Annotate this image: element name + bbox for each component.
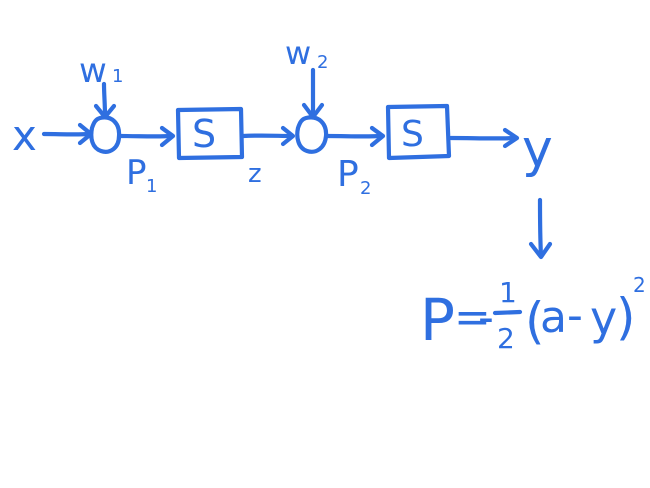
block1-label: S — [192, 112, 216, 156]
arrowhead-w1-to-node1 — [93, 103, 117, 120]
label-p2-subscript: 2 — [360, 178, 371, 199]
formula-paren-open: ( — [525, 292, 545, 350]
formula-paren-close: ) — [616, 288, 636, 346]
label-z: z — [248, 159, 262, 189]
arrowhead-node1-to-block1 — [159, 125, 176, 148]
label-p2: P — [337, 154, 359, 195]
formula-fraction-numerator: 1 — [499, 276, 517, 309]
label-y: y — [522, 119, 553, 179]
arrowhead-block1-to-node2 — [280, 125, 296, 147]
sigmoid-block-2 — [385, 103, 452, 161]
arrow-y-to-loss — [537, 197, 544, 259]
sum-node-2 — [295, 115, 329, 154]
arrow-w1-to-node1 — [101, 81, 108, 119]
label-p1: P — [126, 153, 147, 193]
fraction-bar — [492, 309, 523, 316]
ink-strokes — [41, 67, 553, 316]
formula-exponent: 2 — [633, 273, 646, 297]
label-p1-subscript: 1 — [146, 176, 157, 197]
formula-a: a — [540, 292, 567, 343]
sigmoid-block-1 — [175, 106, 245, 161]
formula-lhs: P — [420, 286, 455, 354]
diagram-labels: x w 1 P 1 S z w 2 P 2 S y P = - 1 2 ( a … — [12, 34, 646, 355]
label-w2: w — [285, 34, 311, 72]
formula-equals: = — [454, 292, 491, 343]
formula-y: y — [590, 291, 617, 345]
arrowhead-block2-to-y — [502, 127, 520, 149]
formula-fraction-denominator: 2 — [497, 322, 515, 355]
formula-minus: - — [478, 292, 494, 343]
label-w1-subscript: 1 — [112, 66, 123, 87]
arrowhead-y-to-loss — [528, 241, 553, 260]
block2-label: S — [401, 114, 424, 155]
label-w2-subscript: 2 — [317, 52, 328, 73]
arrowhead-node2-to-block2 — [369, 125, 386, 148]
arrowhead-w2-to-node2 — [301, 102, 325, 120]
label-w1: w — [79, 51, 107, 91]
sum-node-1 — [89, 115, 122, 154]
label-x: x — [12, 111, 37, 160]
formula-minus-inner: - — [567, 290, 583, 341]
